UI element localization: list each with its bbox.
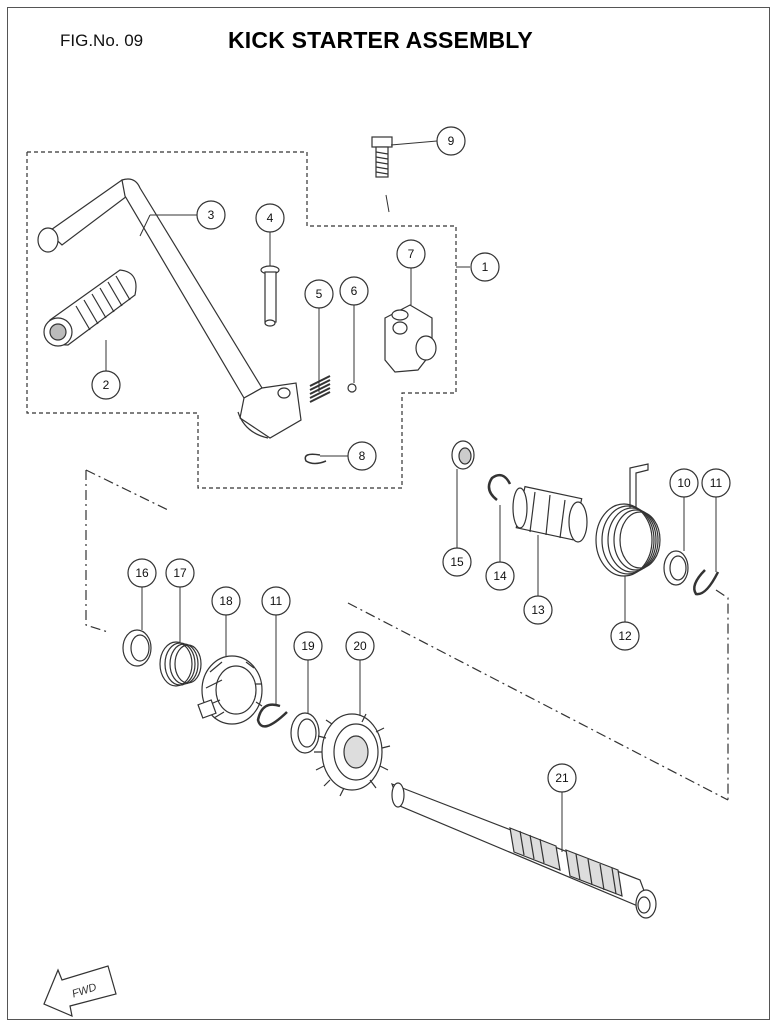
callout-11-upper: 11	[701, 468, 731, 498]
washer-part-19	[290, 712, 320, 754]
callout-3: 3	[196, 200, 226, 230]
washer-part-16	[122, 629, 152, 667]
callout-7: 7	[396, 239, 426, 269]
callout-1: 1	[470, 252, 500, 282]
oil-seal-part	[451, 440, 475, 470]
callout-label: 11	[270, 594, 283, 608]
grip-part	[43, 269, 137, 347]
callout-label: 12	[618, 629, 632, 643]
callout-label: 5	[316, 287, 323, 301]
callout-8: 8	[347, 441, 377, 471]
assembly-boundary-left	[85, 470, 109, 633]
callout-9: 9	[436, 126, 466, 156]
page-title: KICK STARTER ASSEMBLY	[228, 27, 533, 53]
sleeve-part	[512, 485, 588, 543]
callout-2: 2	[91, 370, 121, 400]
callout-label: 6	[351, 284, 358, 298]
callout-label: 21	[555, 771, 569, 785]
callout-label: 19	[301, 639, 315, 653]
assembly-boundary-upper	[26, 151, 457, 489]
callout-15: 15	[442, 547, 472, 577]
callout-18: 18	[211, 586, 241, 616]
assembly-boundary-diagonal	[347, 602, 729, 801]
callout-label: 17	[173, 566, 187, 580]
kick-shaft-part	[390, 782, 657, 919]
callout-label: 10	[677, 476, 691, 490]
callout-12: 12	[610, 621, 640, 651]
callouts: 1 2 3 4 5 6 7 8 9 10 11 12 13 14 15 16 1…	[91, 126, 731, 793]
callout-label: 9	[448, 134, 455, 148]
washer-part-10	[663, 550, 689, 586]
callout-10: 10	[669, 468, 699, 498]
callout-17: 17	[165, 558, 195, 588]
boss-part	[384, 304, 437, 373]
callout-label: 4	[267, 211, 274, 225]
clip-part	[304, 453, 327, 465]
callout-label: 11	[710, 476, 723, 490]
ratchet-spring-part	[159, 641, 202, 687]
circlip-part	[487, 473, 512, 501]
callout-label: 8	[359, 449, 366, 463]
callout-label: 18	[219, 594, 233, 608]
bolt-part	[371, 136, 393, 213]
assembly-boundary-top-left	[85, 469, 169, 511]
callout-label: 13	[531, 603, 545, 617]
callout-13: 13	[523, 595, 553, 625]
kick-gear-part	[314, 713, 391, 797]
callout-label: 15	[450, 555, 464, 569]
callout-label: 7	[408, 247, 415, 261]
callout-16: 16	[127, 558, 157, 588]
callout-4: 4	[255, 203, 285, 233]
pin-part	[260, 265, 280, 327]
figure-number: FIG.No. 09	[60, 31, 144, 50]
callout-6: 6	[339, 276, 369, 306]
callout-label: 14	[493, 569, 507, 583]
fwd-arrow-icon: FWD	[43, 965, 117, 1018]
callout-20: 20	[345, 631, 375, 661]
circlip-part-lower	[256, 703, 288, 728]
kick-spring-part	[595, 463, 661, 577]
callout-11-lower: 11	[261, 586, 291, 616]
ball-part	[347, 383, 357, 393]
drawing-frame	[7, 7, 770, 1020]
callout-label: 1	[482, 260, 489, 274]
assembly-boundary-right	[715, 589, 729, 800]
callout-19: 19	[293, 631, 323, 661]
callout-21: 21	[547, 763, 577, 793]
callout-label: 20	[353, 639, 367, 653]
leader-lines	[105, 140, 717, 852]
callout-14: 14	[485, 561, 515, 591]
callout-label: 3	[208, 208, 215, 222]
callout-label: 16	[135, 566, 149, 580]
kick-lever-part	[37, 178, 302, 439]
small-spring-part	[309, 375, 331, 403]
ratchet-part	[197, 655, 263, 725]
callout-5: 5	[304, 279, 334, 309]
callout-label: 2	[103, 378, 110, 392]
circlip-part-upper	[693, 569, 720, 596]
